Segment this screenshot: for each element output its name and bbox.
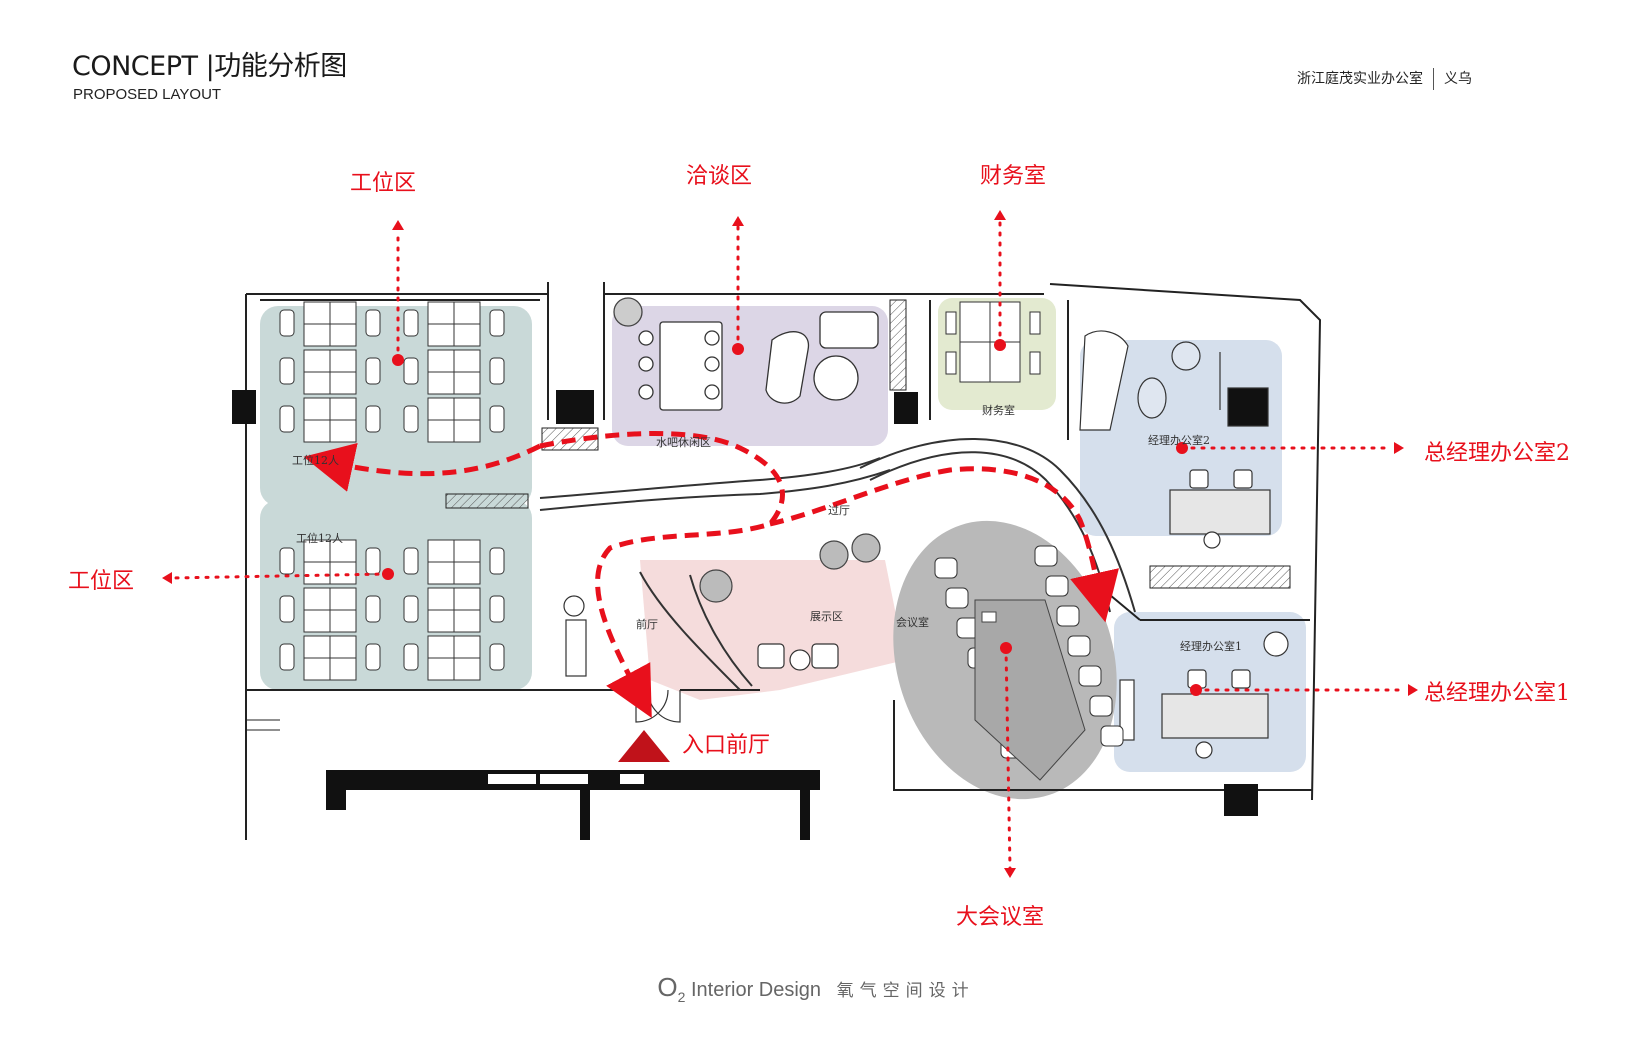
label-gm-office-1: 总经理办公室1 (1424, 681, 1570, 706)
entrance-doors (635, 689, 681, 723)
brand-en: Interior Design (690, 979, 822, 1001)
project-info: 浙江庭茂实业办公室 义乌 (1297, 68, 1472, 90)
curved-walls (539, 438, 1136, 691)
arrowheads (162, 210, 1418, 878)
plan-label-finance-room: 财务室 (982, 403, 1015, 417)
walls (245, 282, 1322, 840)
title-cn: 功能分析图 (214, 51, 347, 82)
meeting-chair (1100, 725, 1124, 747)
project-name: 浙江庭茂实业办公室 (1297, 71, 1423, 87)
workstation-cluster (279, 301, 381, 443)
meeting-chair (1089, 695, 1113, 717)
label-big-meeting: 大会议室 (956, 905, 1044, 930)
wall-hatch (889, 299, 907, 391)
title-en: CONCEPT (72, 51, 198, 82)
pillar (1224, 784, 1258, 816)
circulation-path (303, 431, 1119, 719)
plan-label-workstations-top: 工位12人 (292, 453, 339, 467)
meeting-chair (945, 587, 969, 609)
zone-reception (640, 560, 905, 700)
workstation-cluster (279, 539, 381, 681)
meeting-chair (1056, 605, 1080, 627)
project-city: 义乌 (1444, 71, 1472, 87)
lounge-furniture (613, 297, 879, 411)
pillar (894, 392, 918, 424)
finance-furniture (945, 301, 1041, 383)
pillar (232, 390, 256, 424)
plan-label-manager-office-2: 经理办公室2 (1148, 433, 1210, 447)
entrance-triangle-icon (618, 730, 670, 762)
label-entrance: 入口前厅 (682, 733, 770, 758)
meeting-chair (1045, 575, 1069, 597)
plan-label-reception: 前厅 (636, 617, 658, 631)
label-work-top: 工位区 (350, 171, 416, 196)
bottom-wall (246, 719, 820, 840)
label-finance: 财务室 (980, 164, 1046, 189)
office2-furniture (1079, 330, 1271, 549)
page-subtitle: PROPOSED LAYOUT (73, 86, 222, 103)
plan-label-manager-office-1: 经理办公室1 (1180, 639, 1242, 653)
label-work-left: 工位区 (68, 569, 134, 594)
workstation-cluster (403, 539, 505, 681)
title-separator: | (205, 51, 215, 82)
workstations (279, 301, 505, 681)
plan-label-water-bar: 水吧休闲区 (656, 435, 711, 449)
meeting-chair (1067, 635, 1091, 657)
wall-hatch (445, 493, 529, 509)
meeting-chair (1078, 665, 1102, 687)
brand-cn: 氧气空间设计 (836, 981, 975, 1001)
zone-workstation-top (260, 306, 532, 506)
zone-markers (382, 339, 1202, 696)
label-negotiation: 洽谈区 (686, 164, 752, 189)
workstation-cluster (403, 301, 505, 443)
wall-hatch (1149, 565, 1291, 589)
pillar (556, 390, 594, 424)
plan-label-workstations-bottom: 工位12人 (296, 531, 343, 545)
plan-label-meeting-room: 会议室 (896, 615, 929, 629)
leader-lines (170, 216, 1404, 870)
reception-furniture (563, 533, 881, 677)
plan-labels: 工位12人 工位12人 水吧休闲区 财务室 过厅 前厅 展示区 会议室 经理办公… (292, 403, 1242, 653)
meeting-chair (934, 557, 958, 579)
page-title: CONCEPT |功能分析图 (72, 44, 347, 83)
footer-brand: O2 Interior Design 氧气空间设计 (0, 972, 1632, 1005)
plan-label-exhibition: 展示区 (810, 610, 843, 623)
office1-furniture (1119, 631, 1289, 759)
zone-labels: 工位区 洽谈区 财务室 总经理办公室2 总经理办公室1 工位区 入口前厅 大会议… (68, 164, 1570, 930)
meeting-chair (1034, 545, 1058, 567)
plan-label-corridor: 过厅 (828, 504, 850, 517)
project-divider (1433, 68, 1434, 90)
label-gm-office-2: 总经理办公室2 (1424, 441, 1570, 466)
brand-o2: O2 (657, 972, 686, 1006)
